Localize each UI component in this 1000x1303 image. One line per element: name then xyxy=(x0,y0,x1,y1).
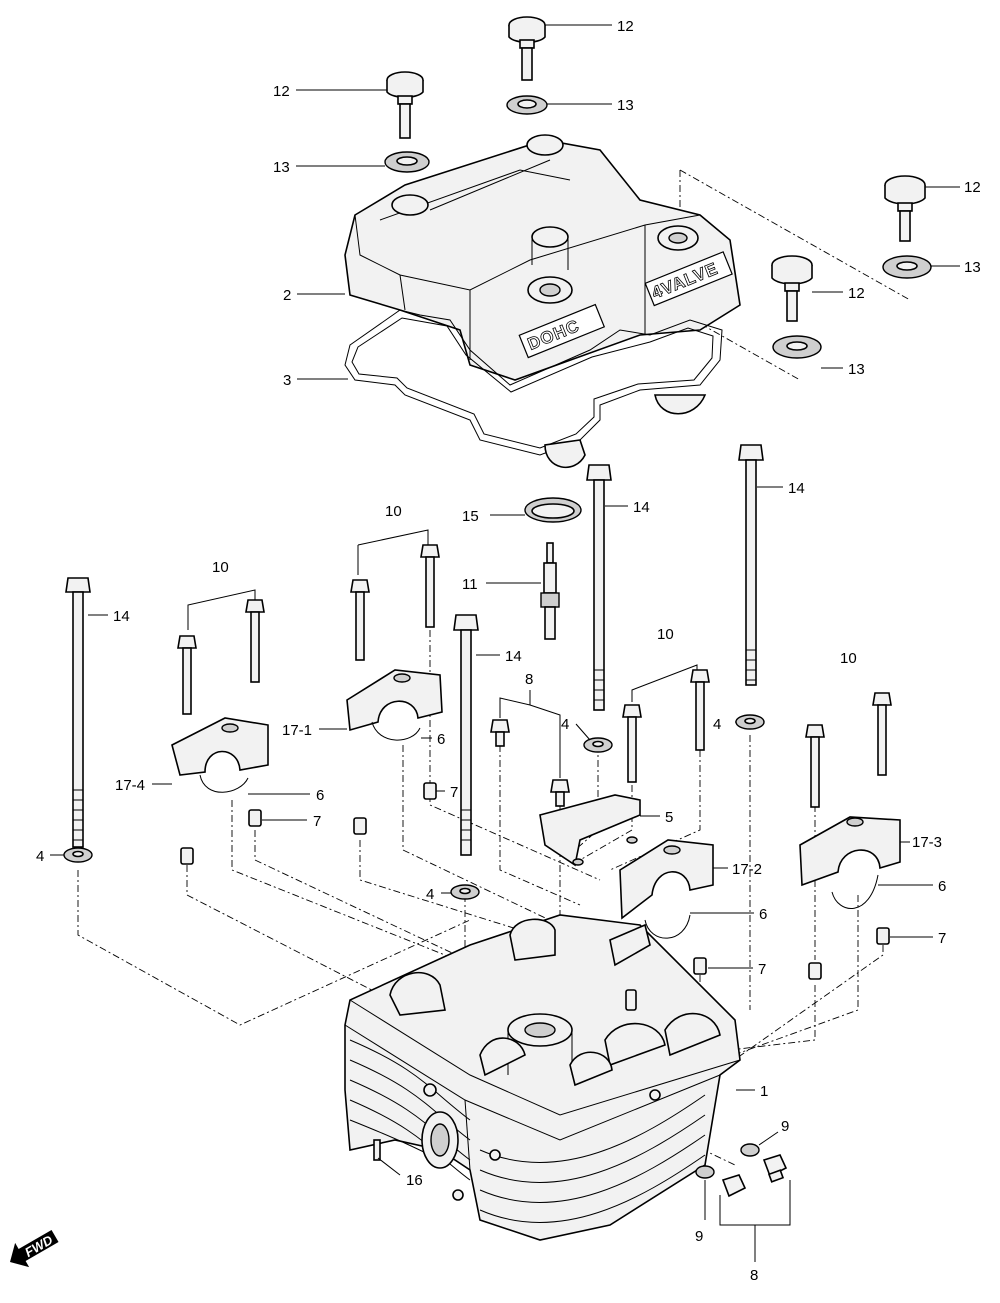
callout-14-right: 14 xyxy=(788,480,805,497)
callout-9-bottom: 9 xyxy=(695,1228,703,1245)
callout-12-right-far: 12 xyxy=(964,179,981,196)
long-bolt-right xyxy=(738,444,764,686)
callout-13-left: 13 xyxy=(273,159,290,176)
callout-6-b: 6 xyxy=(316,787,324,804)
cylinder-head xyxy=(344,914,741,1241)
callout-14-mid: 14 xyxy=(633,499,650,516)
callout-13-right-far: 13 xyxy=(964,259,981,276)
leader-lines xyxy=(50,24,960,1262)
callout-17-1: 17-1 xyxy=(282,722,312,739)
callout-10-a: 10 xyxy=(385,503,402,520)
fwd-arrow-icon: FWD xyxy=(10,1229,59,1268)
callout-1: 1 xyxy=(760,1083,768,1100)
callout-16: 16 xyxy=(406,1172,423,1189)
valve-cover: DOHC 4VALVE xyxy=(344,134,741,381)
callout-7-d: 7 xyxy=(758,961,766,978)
callout-8-bottom: 8 xyxy=(750,1267,758,1284)
callout-4-center: 4 xyxy=(426,886,434,903)
guide-bolts xyxy=(490,719,570,807)
callout-12-top: 12 xyxy=(617,18,634,35)
callout-labels: 12 12 13 13 12 13 12 13 2 3 14 15 14 10 … xyxy=(36,18,981,1284)
callout-12-left: 12 xyxy=(273,83,290,100)
callout-10-c: 10 xyxy=(657,626,674,643)
small-washers-and-bolts xyxy=(695,1143,788,1198)
callout-9-right: 9 xyxy=(781,1118,789,1135)
flat-washers xyxy=(63,714,765,900)
callout-15: 15 xyxy=(462,508,479,525)
cover-gasket xyxy=(344,309,723,469)
callout-4-mid: 4 xyxy=(561,716,569,733)
cap-bolt-right xyxy=(771,255,813,322)
long-bolt-left xyxy=(65,577,91,848)
callout-13-top: 13 xyxy=(617,97,634,114)
callout-10-d: 10 xyxy=(840,650,857,667)
callout-7-b: 7 xyxy=(313,813,321,830)
cap-bolt-top xyxy=(508,16,546,81)
callout-6-d: 6 xyxy=(759,906,767,923)
camshaft-holder-17-2 xyxy=(619,839,714,920)
flange-bolts xyxy=(177,544,892,808)
callout-17-4: 17-4 xyxy=(115,777,145,794)
sealing-washer-right-far xyxy=(882,255,932,279)
camshaft-holder-17-1 xyxy=(346,669,443,732)
callout-5: 5 xyxy=(665,809,673,826)
callout-3: 3 xyxy=(283,372,291,389)
long-bolt-mid-right xyxy=(586,464,612,711)
camshaft-holder-17-4 xyxy=(171,717,269,776)
sealing-washer-top xyxy=(506,95,548,115)
callout-12-right: 12 xyxy=(848,285,865,302)
callout-17-3: 17-3 xyxy=(912,834,942,851)
callout-4-left: 4 xyxy=(36,848,44,865)
sealing-washer-right xyxy=(772,335,822,359)
circlips xyxy=(199,721,879,939)
callout-7-a: 7 xyxy=(450,784,458,801)
callout-11: 11 xyxy=(462,576,478,593)
camshaft-holder-17-3 xyxy=(799,816,901,887)
callout-6-a: 6 xyxy=(437,731,445,748)
callout-14-center: 14 xyxy=(505,648,522,665)
callout-13-right: 13 xyxy=(848,361,865,378)
callout-2: 2 xyxy=(283,287,291,304)
long-bolt-center xyxy=(453,614,479,856)
callout-8-top: 8 xyxy=(525,671,533,688)
sealing-washer-left xyxy=(384,151,430,173)
cap-bolt-left xyxy=(386,71,424,139)
callout-4-right: 4 xyxy=(713,716,721,733)
callout-10-b: 10 xyxy=(212,559,229,576)
callout-17-2: 17-2 xyxy=(732,861,762,878)
spark-plug xyxy=(540,542,560,640)
chain-guide-bracket xyxy=(539,794,641,867)
callout-6-c: 6 xyxy=(938,878,946,895)
o-ring xyxy=(524,497,582,523)
cap-bolt-right-far xyxy=(884,175,926,242)
callout-14-left: 14 xyxy=(113,608,130,625)
callout-7-c: 7 xyxy=(938,930,946,947)
